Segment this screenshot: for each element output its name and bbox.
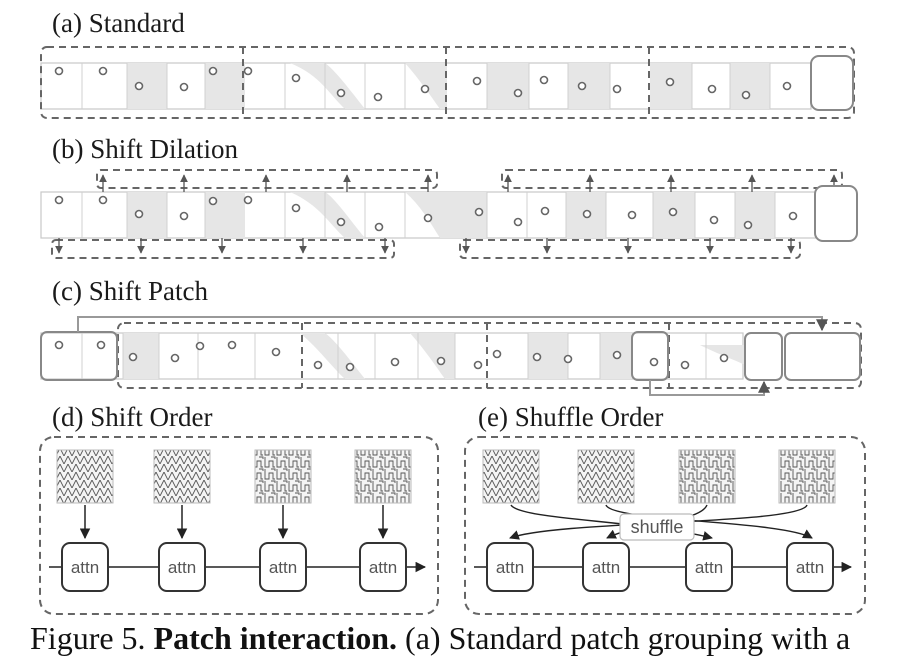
serialization-grids xyxy=(482,449,836,504)
hilbert-grid xyxy=(254,449,312,504)
panel-c-sequence xyxy=(40,316,862,396)
dilated-groups-bottom xyxy=(51,239,801,259)
panel-a-title: (a) Standard xyxy=(52,8,185,38)
panel-c-title: (c) Shift Patch xyxy=(52,276,208,306)
z-order-grid xyxy=(482,449,540,504)
padding-cell xyxy=(810,55,854,111)
attn-label: attn xyxy=(369,558,397,577)
gray-cells xyxy=(127,192,775,238)
cell-dividers xyxy=(81,63,771,109)
z-order-transposed-grid xyxy=(153,449,211,504)
panel-d: attn attn attn attn xyxy=(39,436,439,615)
attn-label: attn xyxy=(695,558,723,577)
padding-cell xyxy=(814,185,858,242)
z-order-transposed-grid xyxy=(577,449,635,504)
serialization-grids xyxy=(56,449,412,504)
panel-d-title: (d) Shift Order xyxy=(52,402,213,432)
panel-e: shuffle attn attn attn attn xyxy=(464,436,866,615)
attn-label: attn xyxy=(168,558,196,577)
attn-label: attn xyxy=(796,558,824,577)
dilated-groups-top xyxy=(96,169,843,189)
padding-cells xyxy=(744,332,861,381)
gray-cells xyxy=(127,63,770,109)
group-boundaries xyxy=(40,46,855,119)
order-arrows xyxy=(79,505,389,540)
caption-rest: (a) Standard patch grouping with a xyxy=(397,620,851,656)
panel-e-title: (e) Shuffle Order xyxy=(478,402,664,432)
attn-boxes xyxy=(486,542,834,592)
caption-prefix: Figure 5. xyxy=(30,620,154,656)
shuffle-label-box xyxy=(619,513,695,541)
panel-a-sequence xyxy=(40,46,855,119)
cell-dividers xyxy=(81,192,776,238)
panel-d-border xyxy=(39,436,439,615)
shift-connectors xyxy=(77,316,828,396)
patch-interaction-diagram: attn attn attn attn shuffle attn attn xyxy=(39,46,866,615)
patch-points xyxy=(54,195,798,232)
dilation-arrows xyxy=(55,174,838,254)
attn-boxes xyxy=(61,542,407,592)
hilbert-grid xyxy=(678,449,736,504)
panel-b-title: (b) Shift Dilation xyxy=(52,134,238,164)
figure-caption: Figure 5. Patch interaction. (a) Standar… xyxy=(30,622,850,654)
patch-points xyxy=(54,66,792,102)
panel-e-border xyxy=(464,436,866,615)
patch-points xyxy=(54,340,729,372)
attn-label: attn xyxy=(71,558,99,577)
hilbert-transposed-grid xyxy=(354,449,412,504)
panel-b-sequence xyxy=(40,169,858,259)
hilbert-transposed-grid xyxy=(778,449,836,504)
shifted-group-boundaries xyxy=(117,322,862,389)
shuffle-label: shuffle xyxy=(631,517,684,537)
cell-dividers xyxy=(81,333,707,379)
caption-bold: Patch interaction. xyxy=(153,620,398,656)
attn-label: attn xyxy=(592,558,620,577)
attn-label: attn xyxy=(496,558,524,577)
attn-label: attn xyxy=(269,558,297,577)
z-order-grid xyxy=(56,449,114,504)
